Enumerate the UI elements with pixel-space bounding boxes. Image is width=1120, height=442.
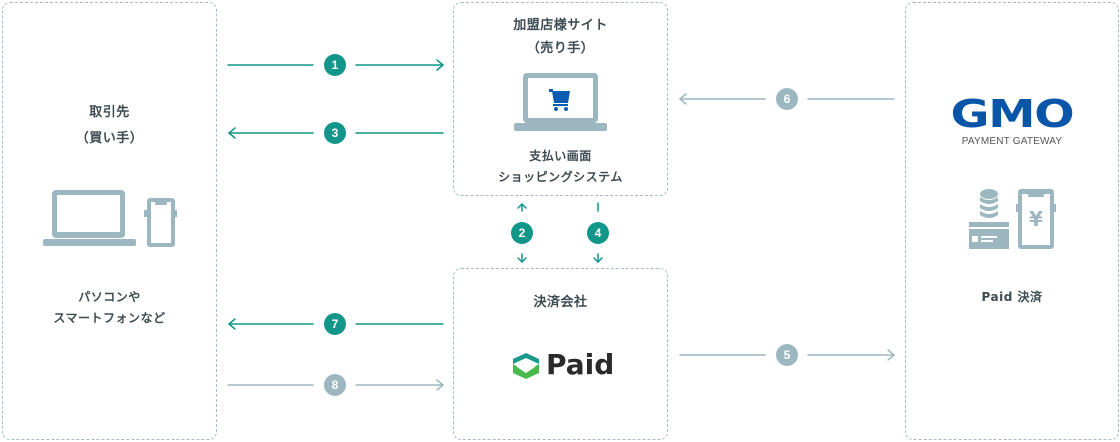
merchant-label-2: ショッピングシステム [498, 170, 623, 184]
buyer-title: 取引先 [89, 105, 130, 120]
arrow-3 [228, 127, 444, 139]
payment-company-title: 決済会社 [533, 295, 588, 310]
svg-text:¥: ¥ [1029, 207, 1043, 231]
step-badge-4: 4 [587, 222, 609, 244]
merchant-title: 加盟店様サイト [513, 18, 608, 33]
merchant-label-1: 支払い画面 [529, 149, 592, 163]
step-badge-1: 1 [324, 54, 346, 76]
arrow-6 [679, 93, 895, 105]
merchant-box [453, 2, 668, 196]
laptop-cart-icon [514, 73, 607, 131]
smartphone-icon [144, 198, 177, 247]
cart-icon [549, 89, 570, 111]
buyer-device-label-1: パソコンや [78, 290, 141, 304]
gateway-label: Paid 決済 [981, 290, 1043, 304]
merchant-subtitle: （売り手） [526, 41, 595, 56]
gateway-box [905, 2, 1119, 440]
step-badge-3: 3 [324, 122, 346, 144]
arrow-7 [228, 318, 444, 330]
step-badge-8: 8 [324, 374, 346, 396]
step-badge-2: 2 [511, 222, 533, 244]
coins-card-icon [969, 189, 1009, 249]
paid-logo-text: Paid [546, 348, 615, 381]
step-badge-6: 6 [776, 88, 798, 110]
payment-company-box [453, 268, 668, 440]
arrow-8 [227, 379, 444, 391]
step-badge-5: 5 [776, 344, 798, 366]
laptop-icon [43, 190, 136, 246]
buyer-subtitle: （買い手） [75, 131, 144, 146]
buyer-box [2, 2, 217, 440]
arrow-1 [227, 59, 444, 71]
arrow-5 [679, 349, 895, 361]
smartphone-yen-icon: ¥ [1016, 189, 1056, 249]
step-badge-7: 7 [324, 313, 346, 335]
arrow-2 [517, 203, 527, 263]
buyer-device-label-2: スマートフォンなど [53, 311, 166, 325]
paid-logo-mark [513, 353, 539, 379]
gmo-logo-text: GMO [950, 92, 1075, 136]
arrow-4 [593, 202, 603, 263]
gmo-logo-subtitle: PAYMENT GATEWAY [961, 136, 1063, 147]
